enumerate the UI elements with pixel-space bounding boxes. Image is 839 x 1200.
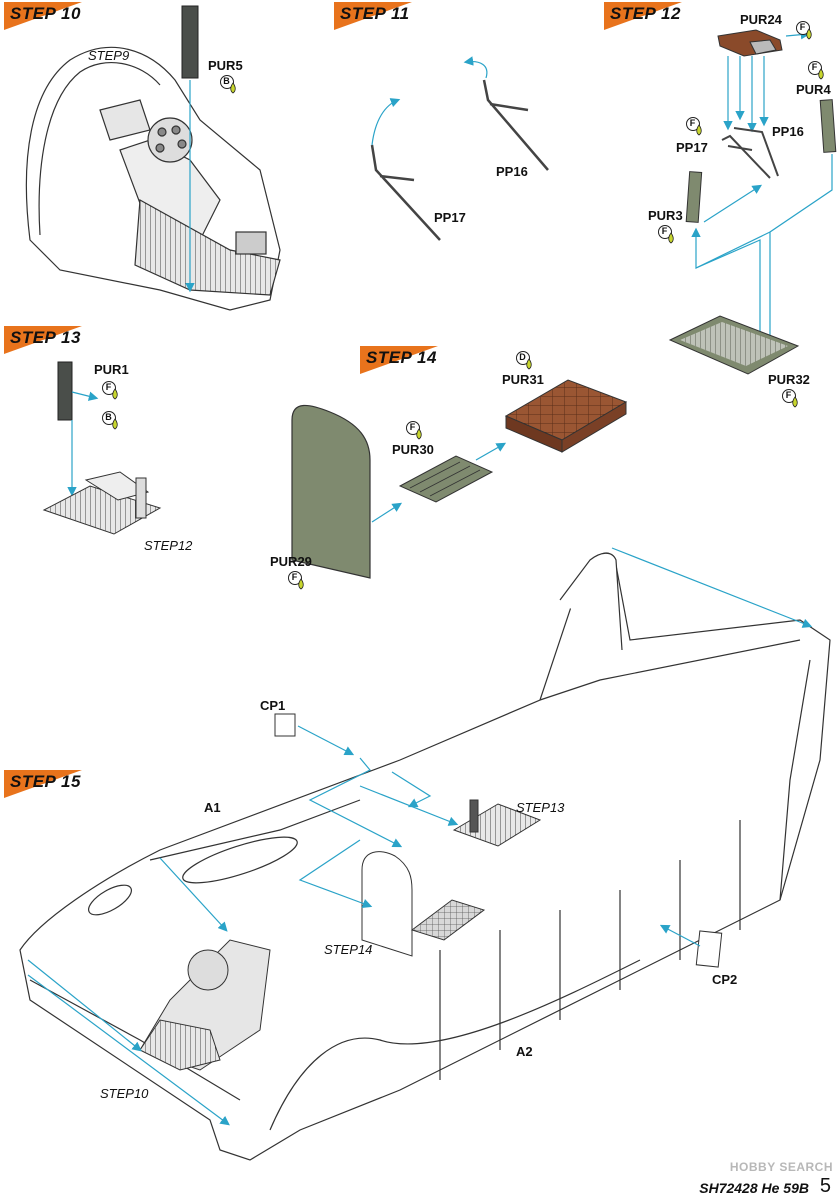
cp2-part xyxy=(695,930,723,968)
paint-f-pp17: F xyxy=(686,116,704,138)
pur1-part xyxy=(57,361,73,421)
paint-f-pur29: F xyxy=(288,570,306,592)
paint-b-letter: B xyxy=(105,412,112,422)
fuselage-drawing xyxy=(19,552,831,1161)
fuselage-installed-bulkhead xyxy=(361,799,542,957)
assembly-arrows xyxy=(27,547,813,1126)
paint-f-pur3: F xyxy=(658,224,676,246)
label-pur1: PUR1 xyxy=(94,362,129,377)
label-pur31: PUR31 xyxy=(502,372,544,387)
label-pur29: PUR29 xyxy=(270,554,312,569)
label-cp1: CP1 xyxy=(260,698,286,713)
paint-f-pur1: F xyxy=(102,380,120,402)
label-pp17-step11: PP17 xyxy=(434,210,466,225)
step-13-banner: STEP 13 xyxy=(4,326,82,354)
label-pur30: PUR30 xyxy=(392,442,434,457)
label-pur3: PUR3 xyxy=(648,208,683,223)
paint-f-pur24: F xyxy=(796,20,814,42)
ref-step12: STEP12 xyxy=(144,538,193,553)
pur4-part xyxy=(819,99,837,153)
label-cp2: CP2 xyxy=(712,972,738,987)
label-a1: A1 xyxy=(204,800,221,815)
paint-b-pur5: B xyxy=(220,74,238,96)
ref-step14: STEP14 xyxy=(324,942,373,957)
pur3-part xyxy=(685,171,703,223)
label-pur32: PUR32 xyxy=(768,372,810,387)
fuselage-cockpit-interior xyxy=(139,939,271,1071)
paint-b-pur1: B xyxy=(102,410,120,432)
ref-step10: STEP10 xyxy=(100,1086,149,1101)
step-15-label: STEP 15 xyxy=(10,772,81,791)
step-10-banner: STEP 10 xyxy=(4,2,82,30)
label-pp16-step11: PP16 xyxy=(496,164,528,179)
paint-f-letter: F xyxy=(291,572,298,582)
ref-step9: STEP9 xyxy=(88,48,130,63)
step-14-label: STEP 14 xyxy=(366,348,437,367)
watermark-logo: HOBBY SEARCH xyxy=(729,1160,833,1174)
paint-f-letter: F xyxy=(811,62,818,72)
step13-floor xyxy=(42,471,162,535)
step-15-banner: STEP 15 xyxy=(4,770,82,798)
paint-d-pur31: D xyxy=(516,350,534,372)
step-11-banner: STEP 11 xyxy=(334,2,412,30)
step-13-label: STEP 13 xyxy=(10,328,81,347)
label-pur5: PUR5 xyxy=(208,58,243,73)
paint-f-letter: F xyxy=(409,422,416,432)
label-pp17-step12: PP17 xyxy=(676,140,708,155)
paint-f-letter: F xyxy=(799,22,806,32)
paint-b-letter: B xyxy=(223,76,230,86)
label-pur4: PUR4 xyxy=(796,82,831,97)
paint-f-pur30: F xyxy=(406,420,424,442)
paint-f-pur32: F xyxy=(782,388,800,410)
pur30-part xyxy=(398,455,494,503)
kit-code: SH72428 He 59B xyxy=(699,1180,809,1196)
pur5-part xyxy=(181,5,199,79)
step-12-banner: STEP 12 xyxy=(604,2,682,30)
cp1-part xyxy=(274,713,296,737)
label-pp16-step12: PP16 xyxy=(772,124,804,139)
step-14-banner: STEP 14 xyxy=(360,346,438,374)
paint-f-letter: F xyxy=(661,226,668,236)
paint-f-letter: F xyxy=(689,118,696,128)
step-12-label: STEP 12 xyxy=(610,4,681,23)
pur29-bulkhead xyxy=(291,404,371,579)
page-number: 5 xyxy=(819,1175,831,1197)
step-10-label: STEP 10 xyxy=(10,4,81,23)
step11-struts xyxy=(370,79,549,241)
paint-d-letter: D xyxy=(519,352,526,362)
label-a2: A2 xyxy=(516,1044,533,1059)
step-11-label: STEP 11 xyxy=(340,4,410,23)
ref-step13: STEP13 xyxy=(516,800,565,815)
paint-f-letter: F xyxy=(105,382,112,392)
label-pur24: PUR24 xyxy=(740,12,782,27)
paint-f-pur4: F xyxy=(808,60,826,82)
paint-f-letter: F xyxy=(785,390,792,400)
pp-struts-step12 xyxy=(721,127,779,179)
step10-cockpit-drawing xyxy=(25,46,281,311)
